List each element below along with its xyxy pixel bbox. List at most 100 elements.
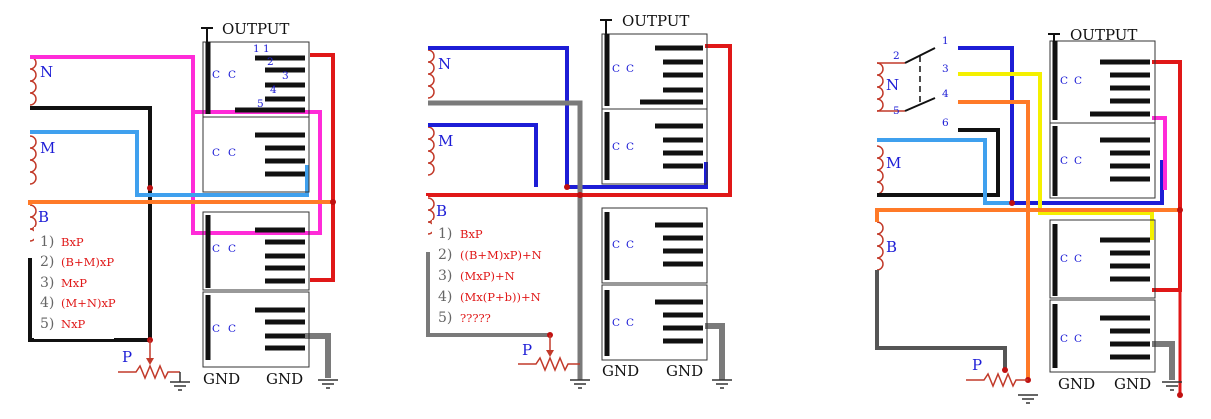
coil-b	[876, 221, 884, 271]
mode-2-num: 2)	[438, 247, 452, 263]
potentiometer	[966, 372, 1028, 388]
wire-gray-out	[1152, 341, 1175, 380]
coil-m	[876, 145, 884, 195]
wire-red	[426, 44, 732, 197]
mode-2-text: (B+M)xP	[61, 255, 114, 269]
modes-list: 1) BxP 2) (B+M)xP 3) MxP 4) (M+N)xP 5) N…	[40, 234, 116, 332]
wire-orange-b	[875, 208, 1180, 222]
switch-pin-2: 2	[893, 50, 900, 62]
switch-blocks: C C C C C C C C	[1049, 40, 1156, 373]
contact-bars	[640, 45, 703, 344]
pot-label: P	[522, 341, 532, 359]
wire-gray	[428, 100, 583, 380]
contact-labels: C C C C C C C C	[1060, 75, 1082, 345]
wire-gray	[875, 270, 1007, 370]
mode-1-num: 1)	[40, 234, 54, 250]
coil-m-label: M	[438, 132, 453, 150]
switch-box-4	[1049, 299, 1156, 373]
modes-list: 1) BxP 2) ((B+M)xP)+N 3) (MxP)+N 4) (Mx(…	[438, 226, 542, 326]
contact-c: C	[212, 69, 220, 81]
contact-c: C	[626, 317, 634, 329]
switch-box-3	[601, 207, 708, 284]
pin-1: 1	[263, 43, 270, 55]
gnd-label-left: GND	[203, 370, 240, 388]
mode-4-num: 4)	[438, 289, 452, 305]
wire-lightblue	[30, 130, 309, 197]
gnd-label-right: GND	[666, 362, 703, 380]
contact-c: C	[626, 141, 634, 153]
junction	[147, 185, 153, 191]
contact-c: C	[1074, 333, 1082, 345]
modes-box	[34, 227, 114, 339]
mode-5-num: 5)	[40, 316, 54, 332]
contact-c: C	[228, 147, 236, 159]
mode-2-num: 2)	[40, 254, 54, 270]
output-label: OUTPUT	[622, 12, 689, 30]
contact-c: C	[1060, 155, 1068, 167]
wire-magenta	[1152, 116, 1167, 190]
mode-1-text: BxP	[460, 227, 483, 241]
contact-c: C	[612, 239, 620, 251]
contact-c: C	[612, 141, 620, 153]
switch-pin-3: 3	[942, 63, 949, 75]
mode-1-text: BxP	[61, 235, 84, 249]
switch-box-2	[601, 108, 708, 185]
mode-3-text: MxP	[61, 276, 87, 290]
mode-3-num: 3)	[40, 275, 54, 291]
junction	[1177, 207, 1183, 213]
mode-4-text: (Mx(P+b))+N	[460, 290, 541, 304]
wire-blue-m	[428, 123, 538, 187]
switch-blade	[904, 47, 936, 64]
coil-b-label: B	[886, 238, 897, 256]
coil-m	[29, 135, 37, 185]
contact-c: C	[228, 69, 236, 81]
coil-n	[876, 62, 884, 112]
switch-box-4	[202, 291, 310, 368]
wire-lightblue	[877, 138, 1012, 205]
coil-n	[29, 56, 37, 106]
wire-orange	[958, 100, 1030, 380]
switch-box-3	[202, 211, 310, 291]
switch-pin-1: 1	[942, 35, 949, 47]
contact-labels: C C C C C C C C	[612, 63, 634, 329]
diagram-3: N M B 1 2 3 4 5 6 P	[875, 26, 1183, 404]
mode-3-num: 3)	[438, 268, 452, 284]
coil-n-label: N	[40, 63, 53, 81]
contact-labels: 1 1 2 3 4 5 C C C C C C C C	[212, 43, 289, 335]
diagram-2: N M B 1) BxP 2) ((B+M)xP)+N 3) (MxP)+N 4…	[426, 12, 732, 389]
contact-c: C	[1074, 75, 1082, 87]
pin-4: 4	[270, 84, 277, 96]
coil-m	[427, 126, 435, 176]
gnd-label-left: GND	[602, 362, 639, 380]
pin-5: 5	[257, 98, 264, 110]
pot-label: P	[972, 356, 982, 374]
coil-n	[427, 49, 435, 99]
switch-box-2	[1049, 122, 1156, 199]
modes-box	[432, 220, 542, 332]
coil-n-label: N	[886, 76, 899, 94]
contact-c: C	[228, 323, 236, 335]
contact-c: C	[612, 63, 620, 75]
junction	[564, 184, 570, 190]
switch-pin-4: 4	[942, 88, 949, 100]
wire-orange	[28, 200, 335, 205]
mode-4-text: (M+N)xP	[61, 296, 116, 310]
wire-red	[1152, 60, 1182, 292]
contact-c: C	[212, 323, 220, 335]
pin-2: 2	[267, 56, 274, 68]
wire-gray-out	[705, 323, 725, 380]
wire-yellow	[958, 72, 1154, 240]
junction	[1177, 392, 1183, 398]
contact-c: C	[1060, 75, 1068, 87]
contact-c: C	[626, 63, 634, 75]
switch-box-2	[202, 116, 310, 193]
wire-black	[877, 128, 1000, 197]
switch-blocks: 1 1 2 3 4 5 C C C C C C C C	[202, 41, 310, 368]
junction	[1009, 200, 1015, 206]
output-label: OUTPUT	[1070, 26, 1137, 44]
mode-2-text: ((B+M)xP)+N	[460, 248, 542, 262]
junction	[1002, 367, 1008, 373]
coil-b-label: B	[436, 202, 447, 220]
switch-box-3	[1049, 219, 1156, 299]
